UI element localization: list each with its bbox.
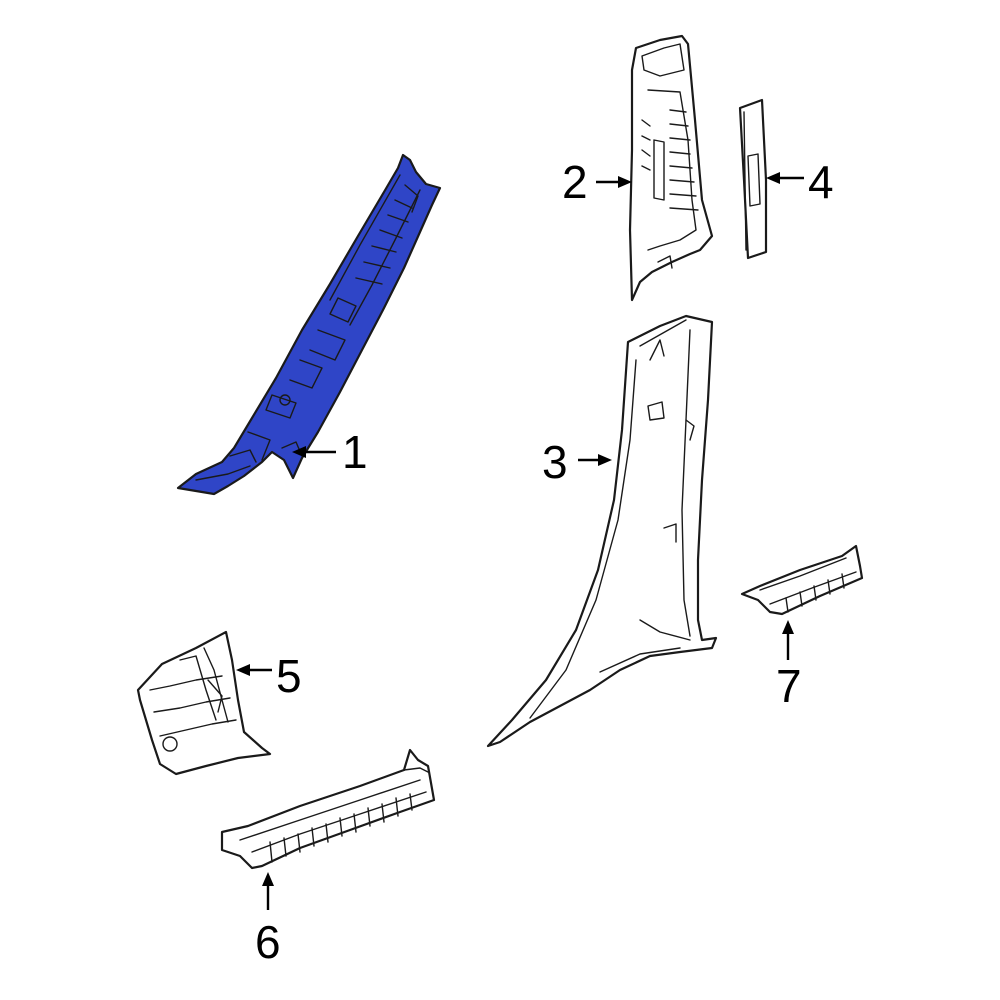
callout-label-5: 5 [276,650,302,702]
part-4-trim-strip[interactable] [738,98,768,260]
part-5-details [149,647,237,752]
part-4-edge [743,111,747,251]
part-2-details [641,43,699,269]
arrowhead-6 [262,872,274,886]
callout-5: 5 [236,650,302,702]
callout-1: 1 [292,426,368,478]
part-1-a-pillar-trim[interactable] [176,153,442,496]
part-1-details [195,174,421,481]
callout-3: 3 [542,436,612,488]
part-6-front-scuff-plate[interactable] [220,748,436,870]
part-3-outline [486,314,718,748]
part-1-outline [176,153,442,496]
callout-label-2: 2 [562,156,588,208]
part-2-upper-b-pillar-trim[interactable] [628,34,714,302]
callout-6: 6 [255,872,281,968]
part-4-slot [747,153,761,207]
callout-label-4: 4 [808,156,834,208]
callout-2: 2 [562,156,632,208]
callout-label-6: 6 [255,916,281,968]
arrowhead-3 [598,454,612,466]
part-7-details [759,557,857,613]
part-7-rear-scuff-plate[interactable] [740,544,864,616]
part-2-outline [628,34,714,302]
arrowhead-7 [782,620,794,634]
arrowhead-1 [292,446,306,458]
arrowhead-4 [766,172,780,184]
arrowhead-5 [236,664,250,676]
part-3-lower-b-pillar-trim[interactable] [486,314,718,748]
callout-7: 7 [776,620,802,712]
part-3-details [529,319,695,719]
part-4-outline [738,98,768,260]
callout-4: 4 [766,156,834,208]
part-6-outline [220,748,436,870]
part-5-kick-panel[interactable] [136,630,272,776]
part-6-details [239,767,429,863]
callout-label-1: 1 [342,426,368,478]
callout-label-3: 3 [542,436,568,488]
callout-label-7: 7 [776,660,802,712]
arrowhead-2 [618,176,632,188]
